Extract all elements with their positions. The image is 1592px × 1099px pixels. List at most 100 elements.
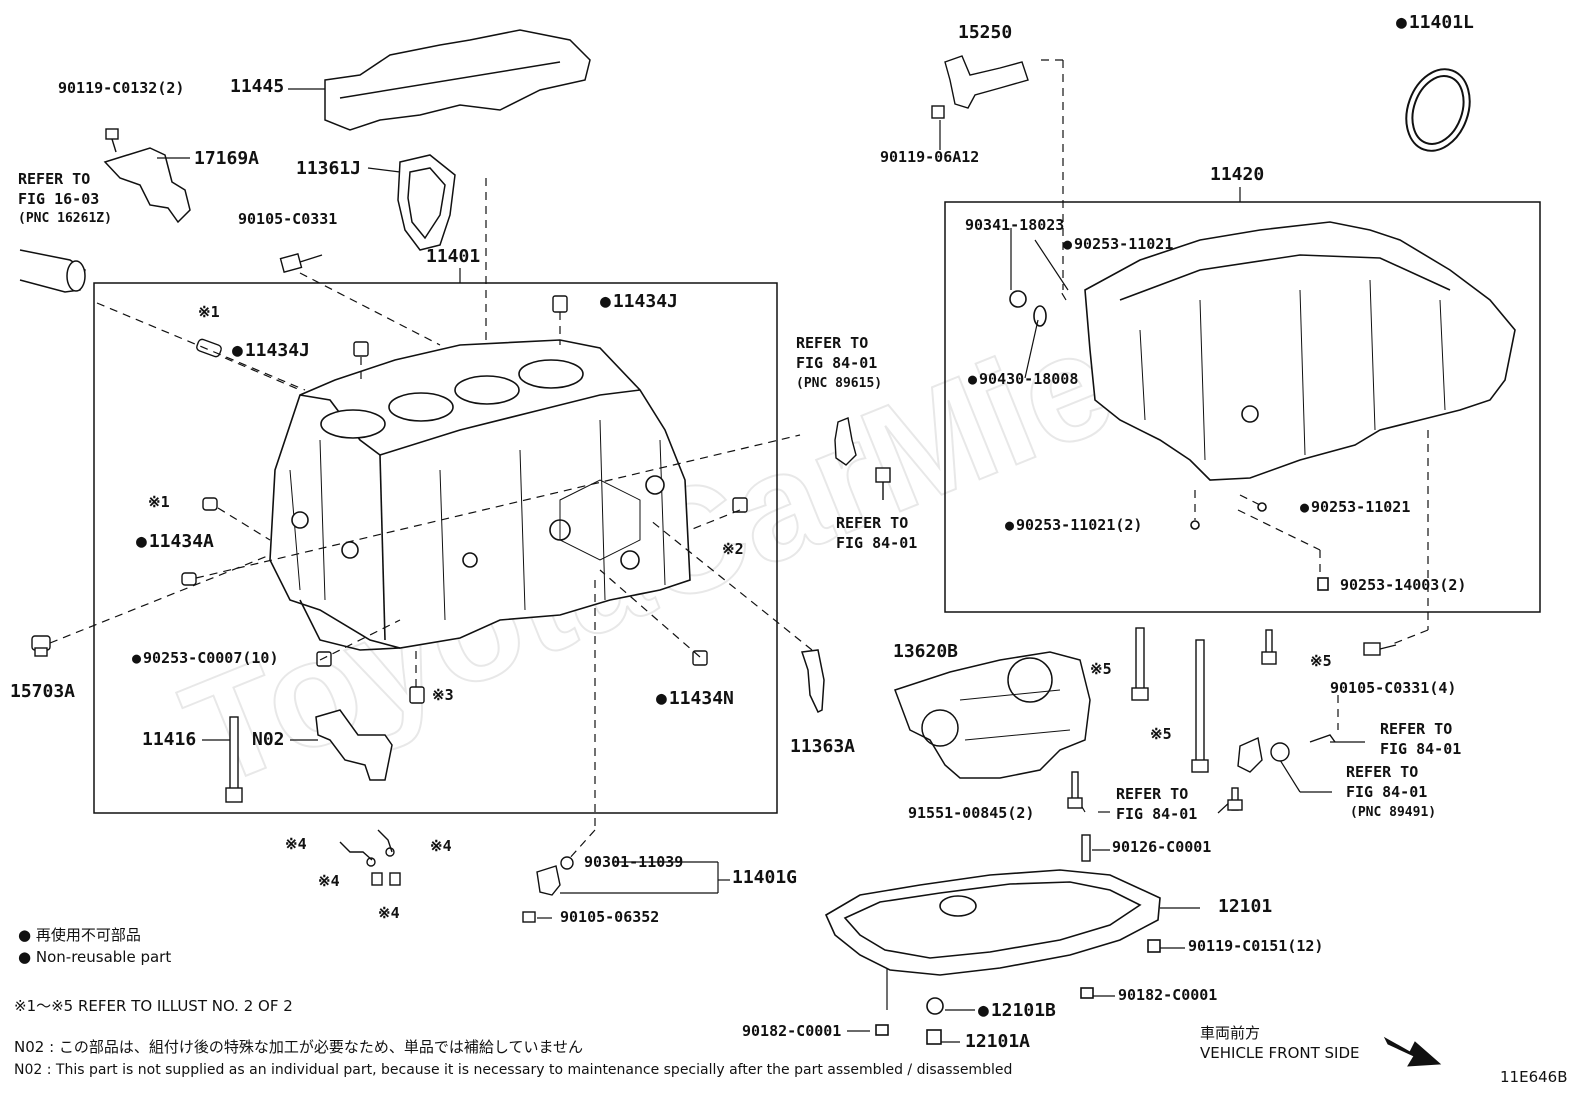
legend-en-text: Non-reusable part [35,948,172,966]
label-90301-11039: 90301-11039 [584,853,684,871]
vehicle-front-en: VEHICLE FRONT SIDE [1200,1044,1360,1062]
knock-sensor [834,417,891,500]
label-refer-r2-line1: REFER TO [1346,763,1419,781]
label-11434J-left: 11434J [232,340,310,361]
pump-bolts [1067,627,1397,862]
note-x5-b: ※5 [1310,652,1332,670]
note-x5-c: ※5 [1150,725,1172,743]
note-x1-mid: ※1 [148,493,170,511]
bolt-90105-C0331 [279,253,323,273]
bearing-cap-N02 [315,709,393,781]
label-refer-r2-line3: (PNC 89491) [1350,805,1437,820]
label-90126-C0001: 90126-C0001 [1112,838,1212,856]
note-x3: ※3 [432,686,454,704]
label-90430-18008: 90430-18008 [968,370,1078,388]
legend-dot-icon: ● [18,926,32,944]
label-15250: 15250 [958,22,1013,43]
hook-parts [339,829,401,886]
label-11401G: 11401G [732,867,798,888]
label-11434N: 11434N [656,688,734,709]
label-91551-00845: 91551-00845(2) [908,804,1035,822]
oil-level-sensor [1237,734,1336,773]
tube-11363A [800,649,825,714]
label-11361J: 11361J [296,158,362,179]
label-11401: 11401 [426,246,481,267]
note-x1-top: ※1 [198,303,220,321]
label-90105-C0331: 90105-C0331 [238,210,338,228]
bracket-17169A [103,147,191,224]
legend-dot-icon: ● [18,948,32,966]
cylinder-block-drawing [269,339,691,651]
label-90341-18023: 90341-18023 [965,216,1065,234]
label-11363A: 11363A [790,736,856,757]
label-90253-11021-top: 90253-11021 [1063,235,1173,253]
label-refer-16-03-line1: REFER TO [18,170,91,188]
label-11434J-top: 11434J [600,291,678,312]
label-refer-84-01-line1: REFER TO [836,514,909,532]
note-n02-en: N02 : This part is not supplied as an in… [14,1062,1013,1078]
label-90182-C0001-right: 90182-C0001 [1118,986,1218,1004]
label-90253-C0007: 90253-C0007(10) [132,649,278,667]
label-refer-84-01-line2: FIG 84-01 [836,534,918,552]
note-x4-a: ※4 [285,835,307,853]
note-x4-c: ※4 [318,872,340,890]
gasket-11361J [397,154,456,251]
bolt-90119-C0132 [105,128,119,153]
note-n02-jp: N02 : この部品は、組付け後の特殊な加工が必要なため、単品では補給していませ… [14,1038,584,1056]
label-12101B: 12101B [978,1000,1056,1021]
legend-jp: ● 再使用不可部品 [18,924,141,945]
note-x5-a: ※5 [1090,660,1112,678]
oil-pan-12101 [824,869,1161,1045]
label-11445: 11445 [230,76,285,97]
label-12101: 12101 [1218,896,1273,917]
label-refer-89615-line1: REFER TO [796,334,869,352]
note-refer-illust: ※1～※5 REFER TO ILLUST NO. 2 OF 2 [14,997,293,1015]
label-90253-14003: 90253-14003(2) [1340,576,1467,594]
oil-pan-upper-11420 [1009,221,1516,591]
label-11420: 11420 [1210,164,1265,185]
vehicle-front-arrow [1383,1036,1442,1067]
label-17169A: 17169A [194,148,260,169]
label-90119-C0151: 90119-C0151(12) [1188,937,1324,955]
oil-seal-11401L [1405,68,1471,152]
label-90182-C0001-left: 90182-C0001 [742,1022,842,1040]
oil-pump-13620B [894,651,1091,779]
leader-lines-solid [157,75,1365,1043]
plug-15703A [31,635,51,657]
label-90253-11021-2: 90253-11021(2) [1005,516,1142,534]
figure-id: 11E646B [1500,1068,1568,1086]
note-x4-b: ※4 [430,837,452,855]
label-refer-mid-line2: FIG 84-01 [1116,805,1198,823]
legend-jp-text: 再使用不可部品 [35,926,141,944]
legend-en: ● Non-reusable part [18,948,171,966]
label-refer-r1-line1: REFER TO [1380,720,1453,738]
insulator-11445 [324,29,591,131]
label-90119-C0132: 90119-C0132(2) [58,79,185,97]
label-refer-89615-line2: FIG 84-01 [796,354,878,372]
label-90119-06A12: 90119-06A12 [880,148,980,166]
label-refer-16-03-line3: (PNC 16261Z) [18,211,112,226]
cylinder-block-frame [93,282,778,814]
label-11434A: 11434A [136,531,214,552]
label-N02: N02 [252,729,285,750]
oil-control-valve-15250 [931,55,1029,119]
label-90105-C0331-4: 90105-C0331(4) [1330,679,1457,697]
label-11416: 11416 [142,729,197,750]
oil-pan-frame [944,201,1541,613]
leader-lines [49,59,1429,861]
label-12101A: 12101A [965,1031,1031,1052]
dowel-pins [181,295,748,704]
note-x4-d: ※4 [378,904,400,922]
label-refer-mid-line1: REFER TO [1116,785,1189,803]
label-refer-r2-line2: FIG 84-01 [1346,783,1428,801]
label-90105-06352: 90105-06352 [560,908,660,926]
label-90253-11021-right: 90253-11021 [1300,498,1410,516]
stud-bolt-11416 [225,716,243,803]
vehicle-front-jp: 車両前方 [1200,1024,1261,1042]
label-refer-89615-line3: (PNC 89615) [796,376,883,391]
label-refer-16-03-line2: FIG 16-03 [18,190,100,208]
label-refer-r1-line2: FIG 84-01 [1380,740,1462,758]
label-11401L: 11401L [1396,12,1474,33]
sensor-11401G [522,856,574,923]
